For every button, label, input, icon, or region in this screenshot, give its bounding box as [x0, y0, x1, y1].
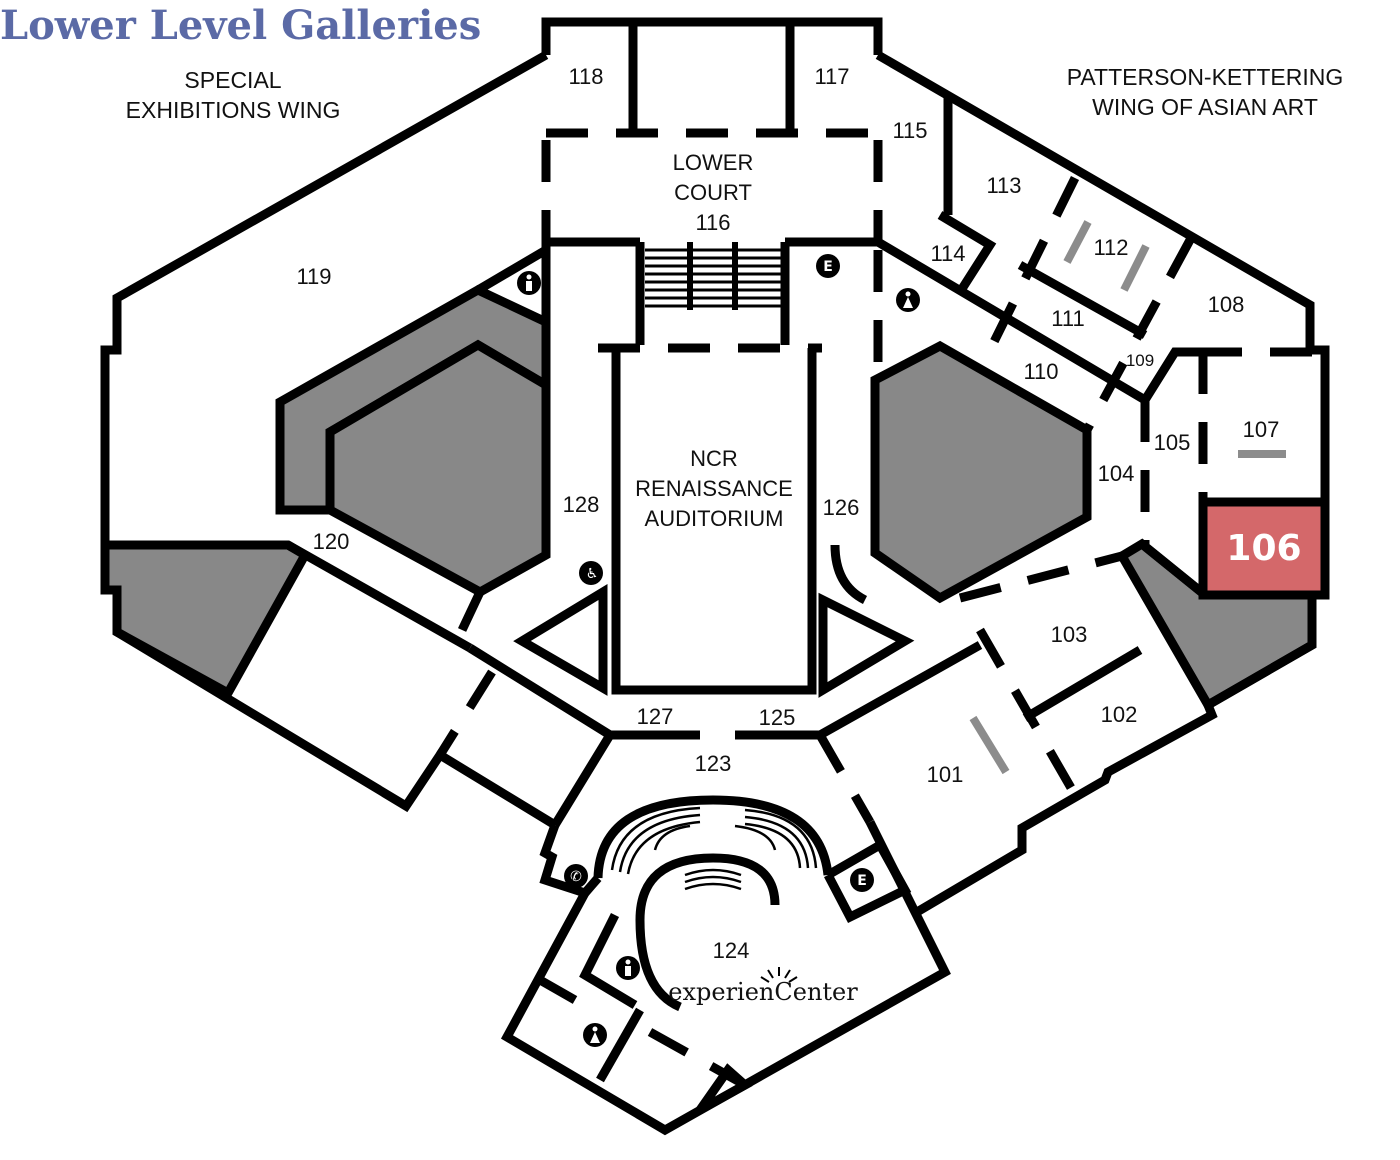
- room-126-label: 126: [823, 495, 860, 520]
- wall-124-f: [696, 1063, 753, 1114]
- stairs: [645, 242, 782, 310]
- wall-114: [937, 211, 997, 295]
- room-123-label: 123: [695, 751, 732, 776]
- room-115-label: 115: [892, 118, 927, 143]
- bench-112-b: [1120, 244, 1150, 292]
- restroom-women-icon[interactable]: [896, 288, 920, 312]
- auditorium-east-wedge: [818, 592, 915, 698]
- room-119-label: 119: [296, 264, 331, 289]
- room-124-label: 124: [713, 938, 750, 963]
- wall-east-diag: [875, 238, 1148, 404]
- room-102-label: 102: [1101, 702, 1138, 727]
- elevator-icon-124-label: E: [857, 873, 867, 889]
- wall-124-nw: [581, 875, 602, 896]
- auditorium-west-wedge: [513, 584, 608, 696]
- lower-court-line1: LOWER: [673, 150, 754, 175]
- auditorium-line1: NCR: [690, 446, 738, 471]
- svg-text:♿: ♿: [586, 566, 599, 582]
- wall-123-east: [816, 732, 874, 825]
- room-117-label: 117: [814, 64, 849, 89]
- room-113-label: 113: [986, 173, 1021, 198]
- wall-101-north: [817, 641, 983, 739]
- room-101-label: 101: [927, 762, 964, 787]
- map-title: Lower Level Galleries: [0, 2, 482, 49]
- arc-inner: [635, 853, 780, 1012]
- experience-center-logo: experienCenter: [668, 967, 858, 1006]
- room-128-label: 128: [563, 492, 600, 517]
- outer-wall-west: [100, 51, 558, 829]
- wall-restroom-nw: [475, 246, 549, 294]
- room-114-label: 114: [930, 241, 965, 266]
- room-107-label: 107: [1243, 417, 1280, 442]
- restroom-men-icon-124[interactable]: [616, 956, 640, 980]
- wall-124-c: [537, 976, 578, 1004]
- elevator-icon-label: E: [823, 259, 833, 275]
- special-wing-line2: EXHIBITIONS WING: [126, 97, 341, 123]
- restroom-men-icon[interactable]: [517, 271, 541, 295]
- wall-102-north: [1022, 646, 1143, 722]
- restroom-women-icon-124[interactable]: [583, 1023, 607, 1047]
- room-103-label: 103: [1051, 622, 1088, 647]
- elevator-icon-124[interactable]: E: [850, 868, 874, 892]
- room-111-label: 111: [1051, 306, 1084, 331]
- auditorium-line3: AUDITORIUM: [645, 506, 784, 531]
- room-108-label: 108: [1208, 292, 1245, 317]
- room-120-label: 120: [313, 529, 350, 554]
- lower-court-line2: COURT: [674, 180, 752, 205]
- wall-123-west: [551, 732, 614, 828]
- asian-wing-line1: PATTERSON-KETTERING: [1067, 64, 1343, 90]
- gallery-block-west-inner: [325, 339, 551, 598]
- wall-120-c: [436, 669, 496, 758]
- wall-103-north: [958, 551, 1124, 603]
- room-109-label: 109: [1126, 351, 1154, 370]
- asian-wing-line2: WING OF ASIAN ART: [1092, 94, 1318, 120]
- room-116-label: 116: [695, 210, 730, 235]
- elevator-room-124: [824, 838, 912, 923]
- curve-wall-126: [830, 544, 868, 605]
- theater-seating: [610, 806, 818, 891]
- room-104-label: 104: [1098, 461, 1135, 486]
- room-112-label: 112: [1093, 235, 1128, 260]
- bench-101: [969, 715, 1010, 775]
- special-wing-line1: SPECIAL: [184, 67, 281, 93]
- svg-text:✆: ✆: [570, 869, 582, 885]
- outer-wall-east: [875, 51, 1330, 916]
- wall-120-door: [450, 590, 485, 647]
- room-105-label: 105: [1154, 430, 1191, 455]
- wall-112-111: [1017, 261, 1148, 339]
- room-110-label: 110: [1023, 359, 1058, 384]
- wall-120-a: [285, 541, 473, 652]
- room-118-label: 118: [568, 64, 603, 89]
- wall-105-south: [1139, 540, 1208, 599]
- accessible-icon[interactable]: ♿: [579, 561, 603, 585]
- arc-outer: [593, 795, 833, 879]
- restroom-124-a: [579, 912, 638, 1009]
- wall-109-105: [1141, 347, 1200, 403]
- outer-wall-north: [541, 17, 883, 55]
- elevator-icon[interactable]: E: [816, 254, 840, 278]
- room-106-label: 106: [1226, 528, 1301, 569]
- auditorium-line2: RENAISSANCE: [635, 476, 793, 501]
- sunburst-icon: [760, 967, 798, 983]
- gallery-block-east: [870, 340, 1092, 604]
- wall-108-109: [1083, 237, 1194, 433]
- auditorium-walls: [611, 348, 817, 695]
- logo-text: experienCenter: [668, 978, 858, 1006]
- room-127-label: 127: [637, 704, 674, 729]
- telephone-icon[interactable]: ✆: [564, 864, 588, 888]
- wall-124-d: [596, 1007, 644, 1083]
- bench-112-a: [1063, 220, 1092, 264]
- room-106-highlight[interactable]: [1198, 497, 1330, 600]
- gallery-block-southwest: [100, 540, 312, 700]
- room-125-label: 125: [759, 705, 796, 730]
- wall-120-b: [467, 644, 613, 739]
